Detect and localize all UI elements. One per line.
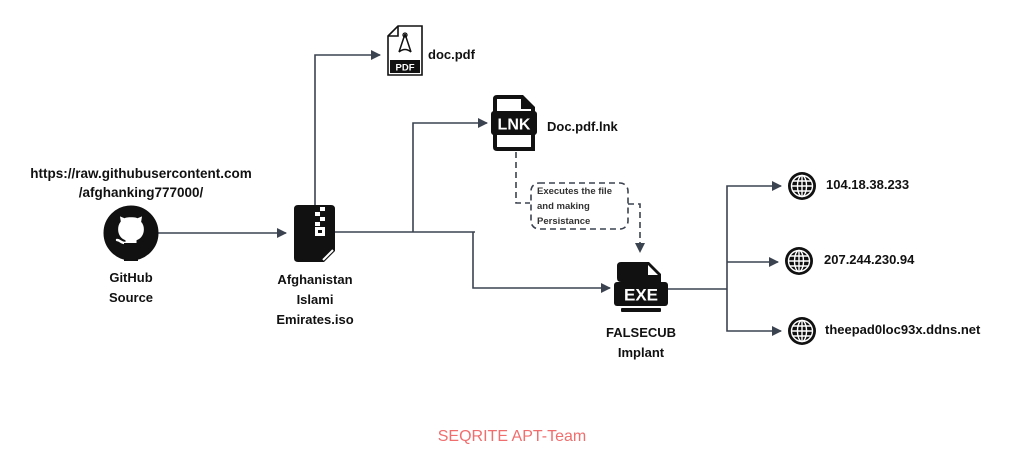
- edge-exe-to-c2-1: [726, 181, 782, 289]
- github-url-line1: https://raw.githubusercontent.com: [30, 166, 252, 181]
- iso-label-line2: Islami: [296, 292, 334, 307]
- globe-icon: [785, 247, 813, 275]
- exe-badge: EXE: [624, 286, 658, 305]
- edges: [157, 50, 782, 336]
- footer-credit: SEQRITE APT-Team: [437, 428, 587, 445]
- c2-label-2: 207.244.230.94: [824, 252, 915, 267]
- annotation-line3: Persistance: [537, 216, 591, 227]
- github-url-line2: /afghanking777000/: [78, 185, 204, 200]
- edge-lnk-to-annotation: [515, 152, 530, 204]
- c2-label-1: 104.18.38.233: [826, 177, 910, 192]
- lnk-badge: LNK: [498, 117, 531, 134]
- github-node-label: GitHub Source: [109, 268, 153, 308]
- github-icon: [103, 205, 159, 261]
- pdf-node-label: doc.pdf: [428, 47, 475, 62]
- exe-label-line2: Implant: [617, 345, 665, 360]
- iso-label-line1: Afghanistan: [277, 272, 353, 287]
- pdf-badge: PDF: [396, 63, 415, 74]
- zip-file-icon: [294, 205, 335, 262]
- github-url-label: https://raw.githubusercontent.com /afgha…: [30, 164, 252, 202]
- github-label-line2: Source: [108, 290, 154, 305]
- annotation-line2: and making: [537, 201, 590, 212]
- pdf-file-icon: PDF: [387, 25, 423, 76]
- exe-file-icon: EXE: [614, 262, 668, 312]
- exe-label-line1: FALSECUB: [605, 325, 677, 340]
- annotation-line1: Executes the file: [537, 186, 612, 197]
- globe-icon: [788, 317, 816, 345]
- c2-label-3: theepad0loc93x.ddns.net: [825, 322, 981, 337]
- github-label-line1: GitHub: [109, 270, 153, 285]
- edge-iso-to-lnk: [412, 118, 488, 232]
- edge-annotation-to-exe: [628, 203, 645, 253]
- globe-icon: [788, 172, 816, 200]
- exe-node-label: FALSECUB Implant: [606, 323, 676, 363]
- edge-iso-to-pdf: [314, 50, 381, 210]
- iso-label-line3: Emirates.iso: [276, 312, 354, 327]
- annotation-box: [530, 182, 629, 230]
- edge-iso-to-exe: [472, 232, 611, 293]
- iso-node-label: Afghanistan Islami Emirates.iso: [276, 270, 353, 330]
- lnk-file-icon: LNK: [491, 95, 537, 151]
- edge-exe-to-c2-3: [726, 289, 782, 336]
- annotation-text: Executes the file and making Persistance: [537, 184, 612, 229]
- lnk-node-label: Doc.pdf.lnk: [547, 119, 618, 134]
